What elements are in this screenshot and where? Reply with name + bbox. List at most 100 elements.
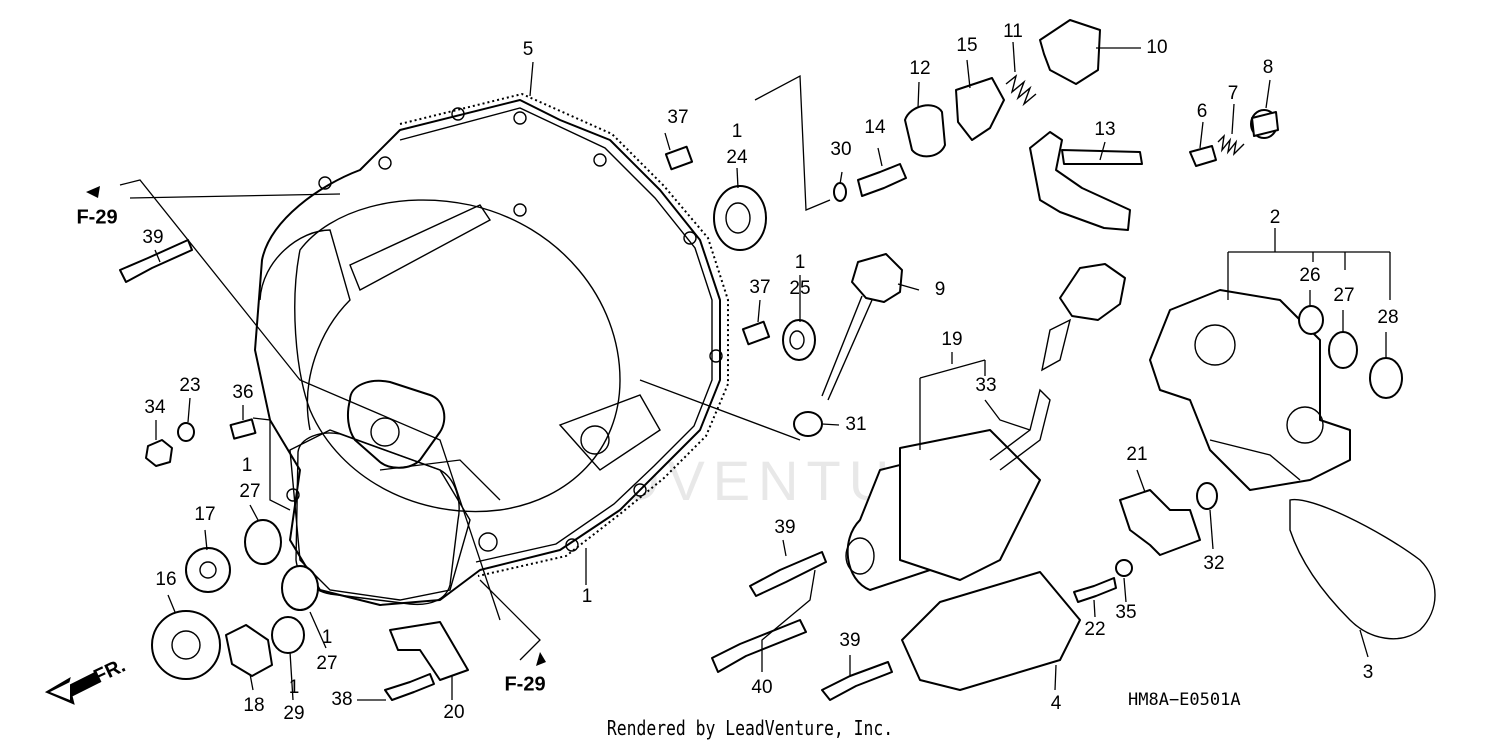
callout-22: 22 — [1084, 619, 1105, 640]
footer-credit: Rendered by LeadVenture, Inc. — [606, 716, 894, 740]
plate-20[interactable] — [389, 621, 469, 681]
bolt-39c[interactable] — [821, 661, 893, 701]
ref-arrow-bottom — [536, 652, 546, 666]
o-ring-31[interactable] — [793, 411, 823, 437]
washer-30[interactable] — [833, 182, 847, 202]
callout-1-bearing27: 1 — [242, 455, 253, 476]
callout-33: 33 — [975, 375, 996, 396]
front-direction-arrow — [44, 671, 101, 705]
callout-21: 21 — [1126, 444, 1147, 465]
shaft-13[interactable] — [1029, 131, 1143, 231]
callout-5: 5 — [523, 39, 534, 60]
callout-7: 7 — [1228, 83, 1239, 104]
callout-14: 14 — [864, 117, 886, 138]
ref-f29-bottom: F-29 — [504, 673, 545, 695]
washer-23[interactable] — [177, 422, 195, 442]
crankcase-cover[interactable] — [254, 99, 721, 606]
callout-29: 29 — [283, 703, 304, 724]
callout-3: 3 — [1363, 662, 1374, 683]
pump-housing-2[interactable] — [1149, 289, 1351, 491]
callout-39-motor: 39 — [774, 517, 795, 538]
callout-17: 17 — [194, 504, 215, 525]
callout-2: 2 — [1270, 207, 1281, 228]
callout-16: 16 — [155, 569, 176, 590]
bearing-27c[interactable] — [281, 565, 319, 611]
bearing-28[interactable] — [1369, 357, 1403, 399]
callout-35: 35 — [1115, 602, 1136, 623]
seal-26[interactable] — [1298, 305, 1324, 335]
callouts: 5 37 1 24 30 14 12 15 11 10 8 7 6 13 2 2… — [76, 21, 1398, 724]
gear-16[interactable] — [151, 610, 221, 680]
callout-37-top: 37 — [667, 107, 688, 128]
ref-f29-left: F-29 — [76, 206, 117, 228]
nut-34[interactable] — [145, 439, 173, 467]
callout-6: 6 — [1197, 101, 1208, 122]
gear-17[interactable] — [185, 547, 231, 593]
dowel-36[interactable] — [229, 418, 257, 440]
callout-9: 9 — [935, 279, 946, 300]
bolt-22[interactable] — [1073, 577, 1117, 603]
bolt-38[interactable] — [384, 673, 435, 701]
plate-18[interactable] — [225, 624, 273, 677]
bracket-4[interactable] — [901, 571, 1081, 691]
spring-11[interactable] — [1005, 74, 1037, 107]
callout-26: 26 — [1299, 265, 1320, 286]
cam-10[interactable] — [1039, 19, 1101, 85]
callout-40: 40 — [751, 677, 772, 698]
callout-39-bottom: 39 — [839, 630, 860, 651]
callout-18: 18 — [243, 695, 264, 716]
callout-15: 15 — [956, 35, 977, 56]
bolt-40[interactable] — [711, 619, 807, 673]
bolt-14[interactable] — [857, 163, 907, 197]
plate-12[interactable] — [904, 104, 946, 158]
callout-1-bearing29: 1 — [289, 677, 300, 698]
dowel-pin-37a[interactable] — [664, 145, 694, 171]
ref-arrow-left — [86, 186, 100, 198]
callout-24: 24 — [726, 147, 748, 168]
gasket-3[interactable] — [1289, 498, 1436, 640]
bearing-27[interactable] — [1328, 331, 1358, 369]
bolt-39b[interactable] — [749, 551, 827, 597]
callout-34: 34 — [144, 397, 166, 418]
bolt-39a[interactable] — [119, 239, 193, 283]
bearing-29[interactable] — [271, 616, 305, 654]
callout-39-left: 39 — [142, 227, 163, 248]
diagram-code: HM8A−E0501A — [1128, 690, 1241, 710]
callout-1-bearing24: 1 — [732, 121, 743, 142]
callout-27-left: 27 — [239, 481, 260, 502]
callout-37-mid: 37 — [749, 277, 770, 298]
leader-lines — [119, 41, 1391, 701]
callout-13: 13 — [1094, 119, 1115, 140]
callout-31: 31 — [845, 414, 866, 435]
motor-19[interactable] — [845, 263, 1126, 591]
callout-10: 10 — [1146, 37, 1167, 58]
callout-38: 38 — [331, 689, 352, 710]
bearing-24[interactable] — [713, 185, 767, 251]
callout-30: 30 — [830, 139, 851, 160]
bolt-6[interactable] — [1189, 145, 1217, 167]
o-ring-32[interactable] — [1196, 482, 1218, 510]
callout-1-cover: 1 — [582, 586, 593, 607]
callout-32: 32 — [1203, 553, 1224, 574]
bearing-27b[interactable] — [244, 519, 282, 565]
spring-7[interactable] — [1217, 134, 1245, 157]
callout-36: 36 — [232, 382, 253, 403]
callout-4: 4 — [1051, 693, 1062, 714]
callout-23: 23 — [179, 375, 200, 396]
callout-19: 19 — [941, 329, 962, 350]
plate-15[interactable] — [955, 77, 1005, 141]
callout-8: 8 — [1263, 57, 1274, 78]
callout-25: 25 — [789, 278, 810, 299]
callout-1-bearing27c: 1 — [322, 627, 333, 648]
dipstick-9[interactable] — [821, 253, 903, 401]
callout-1-bearing25: 1 — [795, 252, 806, 273]
callout-12: 12 — [909, 58, 930, 79]
callout-27-lower: 27 — [316, 653, 337, 674]
plug-8[interactable] — [1250, 109, 1279, 139]
washer-35[interactable] — [1115, 559, 1133, 577]
sensor-21[interactable] — [1119, 489, 1201, 556]
dowel-pin-37b[interactable] — [741, 320, 771, 346]
callout-11: 11 — [1003, 21, 1023, 42]
bearing-25[interactable] — [782, 319, 816, 361]
